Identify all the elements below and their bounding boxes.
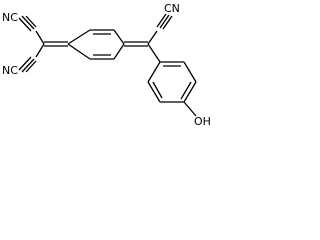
- triple-bond-top-c: [18, 17, 32, 32]
- bond-phenyl-inner-2: [180, 81, 192, 100]
- triple-bond-right-b: [156, 13, 167, 28]
- bond-phenyl-6: [147, 61, 161, 83]
- chemical-structure: NC NC CN OH: [2, 2, 211, 128]
- label-cyano-right: CN: [164, 2, 180, 15]
- triple-bond-top-a: [21, 15, 35, 30]
- bond-to-phenyl: [147, 43, 161, 63]
- label-hydroxyl: OH: [194, 115, 211, 128]
- dicyanomethylene-group: [18, 15, 68, 73]
- cyano-aryl-methylene-group: [124, 13, 173, 63]
- bond-to-cyano-right: [147, 30, 158, 45]
- bond-ring-top-right: [113, 29, 125, 45]
- label-cyano-bottom-left: NC: [2, 64, 18, 77]
- phenol-ring: [147, 61, 197, 117]
- bond-ring-bottom-left: [67, 43, 91, 60]
- bond-to-cyano-bottom: [35, 43, 45, 58]
- triple-bond-top-b: [25, 15, 37, 28]
- triple-bond-bottom-b: [25, 60, 37, 73]
- bond-to-hydroxyl: [183, 101, 197, 117]
- triple-bond-right-c: [162, 15, 173, 30]
- label-cyano-top-left: NC: [2, 11, 18, 24]
- bond-ring-left-top: [67, 29, 91, 45]
- bond-phenyl-5: [147, 81, 161, 103]
- bond-to-cyano-top: [35, 30, 45, 45]
- bond-ring-right-bottom: [113, 43, 125, 60]
- triple-bond-bottom-c: [18, 56, 32, 71]
- bond-phenyl-inner-3: [152, 81, 163, 99]
- bond-phenyl-2: [183, 61, 197, 83]
- triple-bond-right-a: [159, 14, 170, 29]
- quinoid-ring: [67, 29, 125, 60]
- bond-phenyl-3: [183, 81, 197, 103]
- triple-bond-bottom-a: [21, 58, 35, 73]
